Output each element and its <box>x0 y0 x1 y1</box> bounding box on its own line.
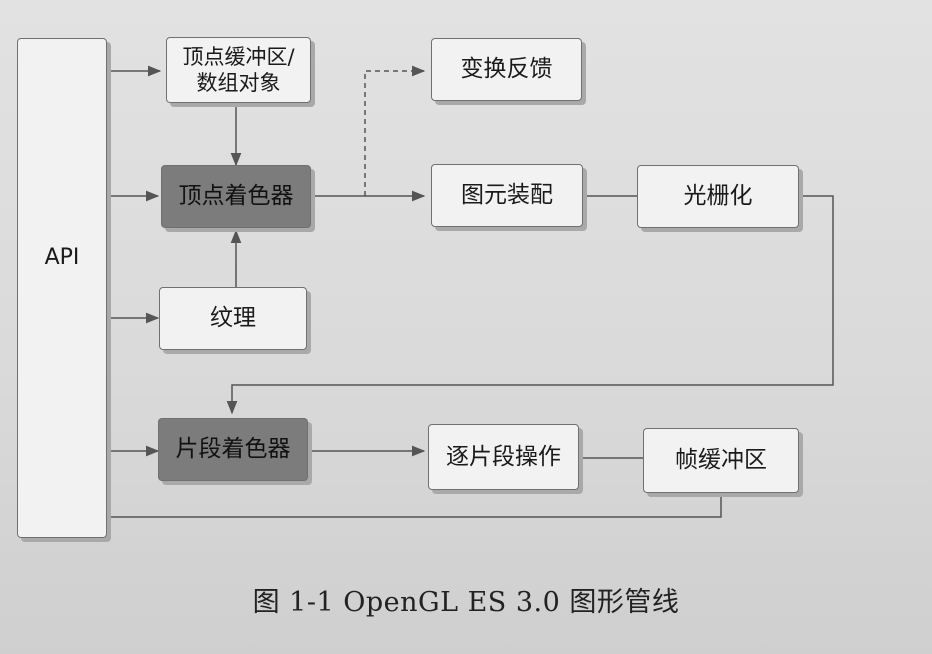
primitive-assembly-label: 图元装配 <box>461 182 553 209</box>
texture-label: 纹理 <box>210 305 256 332</box>
api-box: API <box>17 38 107 538</box>
primitive-assembly-box: 图元装配 <box>431 164 583 227</box>
per-fragment-ops-label: 逐片段操作 <box>446 443 561 470</box>
fragment-shader-label: 片段着色器 <box>175 436 291 463</box>
figure-caption: 图 1-1 OpenGL ES 3.0 图形管线 <box>252 587 680 618</box>
rasterization-box: 光栅化 <box>637 165 799 228</box>
vbo-box: 顶点缓冲区/ 数组对象 <box>166 37 311 103</box>
vbo-label: 顶点缓冲区/ 数组对象 <box>182 44 295 95</box>
framebuffer-label: 帧缓冲区 <box>675 447 767 474</box>
transform-feedback-label: 变换反馈 <box>460 56 553 83</box>
framebuffer-box: 帧缓冲区 <box>643 428 799 493</box>
arrow-rasterization-to-fragment-shader <box>226 195 834 415</box>
transform-feedback-box: 变换反馈 <box>431 38 582 101</box>
api-label: API <box>44 245 80 270</box>
per-fragment-ops-box: 逐片段操作 <box>428 424 579 490</box>
arrow-framebuffer-to-api <box>91 493 722 523</box>
texture-box: 纹理 <box>159 287 307 350</box>
vertex-shader-box: 顶点着色器 <box>161 165 311 228</box>
fragment-shader-box: 片段着色器 <box>158 418 308 481</box>
rasterization-label: 光栅化 <box>683 183 753 210</box>
vertex-shader-label: 顶点着色器 <box>178 183 294 210</box>
arrow-vertex-shader-to-transform-feedback <box>364 65 426 196</box>
